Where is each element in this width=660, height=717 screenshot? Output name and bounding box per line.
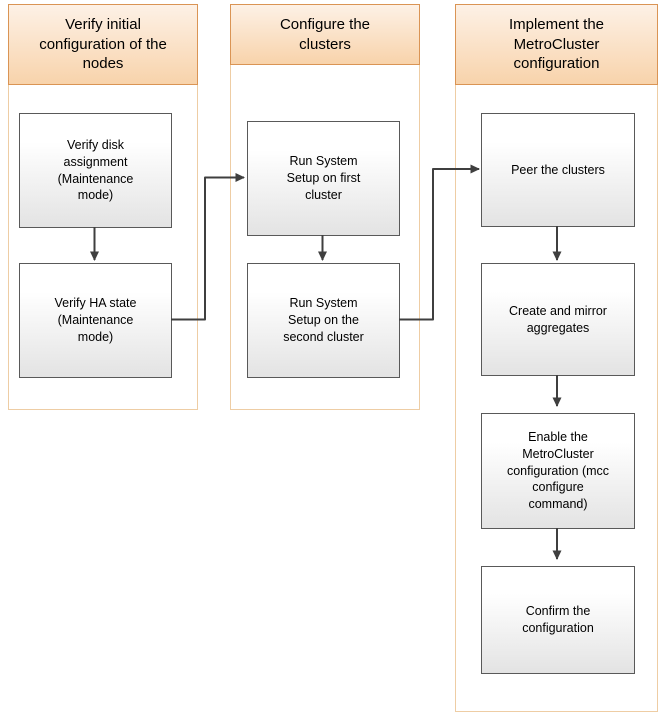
- phase-header-configure-clusters: Configure the clusters: [230, 4, 420, 65]
- phase-title: Implement the MetroCluster configuration: [508, 16, 605, 72]
- step-verify-disk-assignment: Verify disk assignment (Maintenance mode…: [19, 113, 172, 228]
- step-label: Peer the clusters: [511, 162, 605, 177]
- step-label: Run System Setup on first cluster: [286, 154, 361, 202]
- step-peer-the-clusters: Peer the clusters: [481, 113, 635, 227]
- column-verify-initial-configuration: Verify initial configuration of the node…: [8, 4, 198, 410]
- step-run-system-setup-first-cluster: Run System Setup on first cluster: [247, 121, 400, 236]
- phase-header-implement-metrocluster: Implement the MetroCluster configuration: [455, 4, 658, 85]
- step-label: Verify HA state (Maintenance mode): [54, 296, 137, 344]
- step-create-and-mirror-aggregates: Create and mirror aggregates: [481, 263, 635, 376]
- step-label: Enable the MetroCluster configuration (m…: [506, 429, 610, 512]
- column-implement-metrocluster-configuration: Implement the MetroCluster configuration…: [455, 4, 658, 712]
- step-confirm-the-configuration: Confirm the configuration: [481, 566, 635, 674]
- step-label: Run System Setup on the second cluster: [283, 296, 364, 344]
- step-label: Confirm the configuration: [522, 604, 594, 635]
- step-label: Verify disk assignment (Maintenance mode…: [57, 137, 134, 203]
- step-verify-ha-state: Verify HA state (Maintenance mode): [19, 263, 172, 378]
- step-label: Create and mirror aggregates: [509, 303, 607, 335]
- phase-title: Configure the clusters: [279, 16, 371, 53]
- phase-header-verify-initial-configuration: Verify initial configuration of the node…: [8, 4, 198, 85]
- step-enable-metrocluster-configuration: Enable the MetroCluster configuration (m…: [481, 413, 635, 529]
- phase-title: Verify initial configuration of the node…: [39, 16, 167, 72]
- step-run-system-setup-second-cluster: Run System Setup on the second cluster: [247, 263, 400, 378]
- column-configure-clusters: Configure the clusters Run System Setup …: [230, 4, 420, 410]
